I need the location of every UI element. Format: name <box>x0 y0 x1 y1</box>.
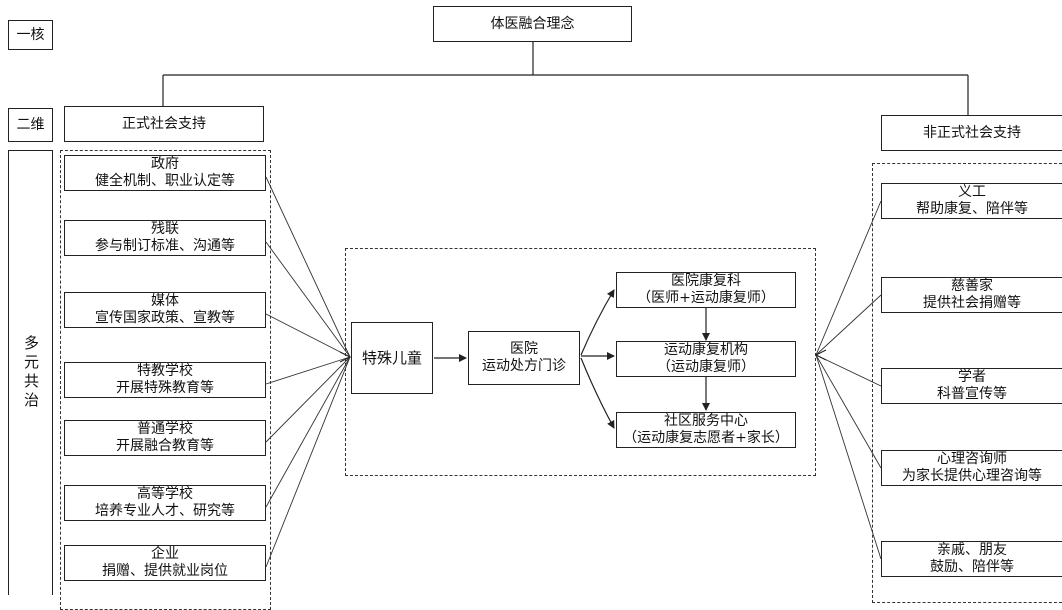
formal-support-title: 正式社会支持 <box>122 115 206 132</box>
informal-support-item: 学者科普宣传等 <box>881 368 1062 404</box>
root-concept-box: 体医融合理念 <box>433 6 632 42</box>
formal-support-item: 高等学校培养专业人才、研究等 <box>64 485 266 521</box>
formal-fan-line <box>265 176 351 358</box>
level-multi-text: 多元共治 <box>22 335 40 411</box>
rehab-center-name: 运动康复机构 <box>664 342 748 358</box>
support-item-name: 亲戚、朋友 <box>937 542 1007 558</box>
rehab-center-desc: （运动康复师） <box>657 359 755 375</box>
support-item-desc: 科普宣传等 <box>937 386 1007 402</box>
formal-fan-line <box>265 313 351 358</box>
formal-support-header: 正式社会支持 <box>64 106 264 142</box>
support-item-desc: 鼓励、陪伴等 <box>930 559 1014 575</box>
level-core-label: 一核 <box>8 20 53 50</box>
fan-arrowhead <box>339 351 352 363</box>
formal-support-item: 媒体宣传国家政策、宣教等 <box>64 292 266 328</box>
formal-support-item: 企业捐赠、提供就业岗位 <box>64 545 266 581</box>
fan-arrowhead <box>814 349 827 361</box>
community-center-desc: （运动康复志愿者+家长） <box>623 430 789 446</box>
rehab-dept-name: 医院康复科 <box>671 273 741 289</box>
special-children-box: 特殊儿童 <box>351 322 433 394</box>
support-item-name: 媒体 <box>151 293 179 309</box>
formal-fan-line <box>265 356 351 385</box>
formal-fan-line <box>265 241 351 358</box>
community-center-box: 社区服务中心 （运动康复志愿者+家长） <box>616 412 796 448</box>
formal-fan-line <box>265 356 351 568</box>
support-item-desc: 参与制订标准、沟通等 <box>95 238 235 254</box>
informal-fan-line <box>815 354 882 469</box>
support-item-name: 慈善家 <box>951 278 993 294</box>
level-two-dim-label: 二维 <box>8 108 53 142</box>
formal-support-item: 特教学校开展特殊教育等 <box>64 362 266 398</box>
support-item-desc: 健全机制、职业认定等 <box>95 173 235 189</box>
root-concept-text: 体医融合理念 <box>490 15 575 32</box>
hospital-to-rehab-dept-arrow <box>580 289 615 356</box>
support-item-name: 高等学校 <box>137 486 193 502</box>
support-item-name: 义工 <box>958 184 986 200</box>
informal-support-item: 义工帮助康复、陪伴等 <box>881 183 1062 219</box>
informal-support-item: 慈善家提供社会捐赠等 <box>881 277 1062 313</box>
informal-fan-line <box>815 294 882 356</box>
support-item-desc: 开展融合教育等 <box>116 438 214 454</box>
support-item-desc: 开展特殊教育等 <box>116 380 214 396</box>
informal-support-item: 亲戚、朋友鼓励、陪伴等 <box>881 541 1062 577</box>
support-item-name: 普通学校 <box>137 421 193 437</box>
support-item-desc: 提供社会捐赠等 <box>923 295 1021 311</box>
level-multi-label: 多元共治 <box>8 150 53 595</box>
level-two-dim-text: 二维 <box>16 116 45 133</box>
formal-support-item: 残联参与制订标准、沟通等 <box>64 220 266 256</box>
community-center-name: 社区服务中心 <box>664 413 748 429</box>
support-item-desc: 为家长提供心理咨询等 <box>902 468 1042 484</box>
formal-support-item: 普通学校开展融合教育等 <box>64 420 266 456</box>
informal-fan-line <box>815 200 882 356</box>
hospital-name: 医院 <box>510 341 538 357</box>
formal-fan-line <box>265 356 351 443</box>
informal-fan-line <box>815 354 882 560</box>
hospital-to-community-arrow <box>580 357 615 429</box>
hospital-box: 医院 运动处方门诊 <box>468 331 580 385</box>
hospital-desc: 运动处方门诊 <box>482 358 566 374</box>
connector-lines <box>162 42 969 568</box>
support-item-desc: 捐赠、提供就业岗位 <box>102 563 228 579</box>
support-item-name: 特教学校 <box>137 363 193 379</box>
formal-support-item: 政府健全机制、职业认定等 <box>64 155 266 191</box>
support-item-name: 政府 <box>151 156 179 172</box>
core-service-group <box>345 248 816 476</box>
level-core-text: 一核 <box>16 26 45 43</box>
informal-support-item: 心理咨询师为家长提供心理咨询等 <box>881 450 1062 486</box>
rehab-dept-box: 医院康复科 （医师+运动康复师） <box>616 272 796 308</box>
informal-support-title: 非正式社会支持 <box>923 124 1021 141</box>
rehab-center-box: 运动康复机构 （运动康复师） <box>616 341 796 377</box>
special-children-text: 特殊儿童 <box>361 348 422 367</box>
support-item-name: 残联 <box>151 221 179 237</box>
support-item-desc: 宣传国家政策、宣教等 <box>95 310 235 326</box>
support-item-name: 心理咨询师 <box>937 451 1007 467</box>
informal-support-header: 非正式社会支持 <box>881 115 1062 151</box>
informal-fan-line <box>815 354 882 387</box>
formal-fan-line <box>265 356 351 508</box>
support-item-name: 企业 <box>151 546 179 562</box>
support-item-name: 学者 <box>958 369 986 385</box>
support-item-desc: 培养专业人才、研究等 <box>95 503 235 519</box>
rehab-dept-desc: （医师+运动康复师） <box>637 290 775 306</box>
support-item-desc: 帮助康复、陪伴等 <box>916 201 1028 217</box>
